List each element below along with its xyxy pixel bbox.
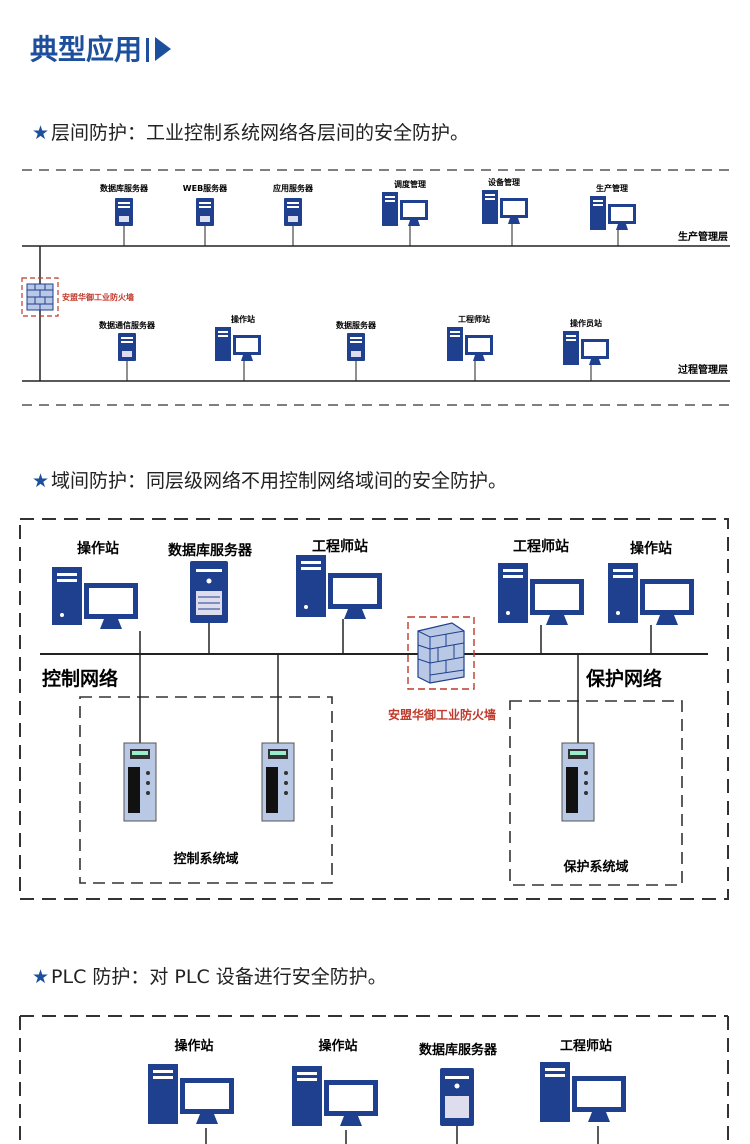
star-icon: ★: [32, 122, 50, 144]
plc-icon: [123, 742, 157, 822]
workstation-icon: [590, 196, 636, 230]
label-db-server: 数据库服务器: [168, 542, 253, 559]
layer-label-production: 生产管理层: [678, 230, 728, 243]
server-icon: [440, 1068, 474, 1126]
page-title: 典型应用: [30, 28, 172, 68]
server-icon: [190, 561, 228, 623]
server-icon: [115, 198, 133, 226]
section-heading-domain: ★域间防护：同层级网络不用控制网络域间的安全防护。: [32, 470, 508, 492]
server-icon: [347, 333, 365, 361]
label-operator: 操作员站: [570, 318, 602, 328]
workstation-icon: [447, 327, 493, 361]
diagram-domain-protection: 操作站 数据库服务器 工程师站 工程师站 操作站 控制网络 保护网络 安盟华御工…: [19, 518, 729, 900]
domain-label-protection: 保护系统域: [562, 859, 628, 875]
domain-label-control: 控制系统域: [173, 851, 238, 867]
label-operator-station-2: 操作站: [318, 1038, 357, 1054]
label-operator-station: 操作站: [77, 540, 119, 557]
server-icon: [284, 198, 302, 226]
firewall-label: 安盟华御工业防火墙: [388, 707, 496, 722]
label-engineer-station: 工程师站: [458, 314, 490, 324]
label-engineer-station: 工程师站: [312, 538, 368, 555]
workstation-icon: [292, 1066, 378, 1126]
workstation-icon: [498, 563, 584, 625]
workstation-icon: [215, 327, 261, 361]
workstation-icon: [540, 1062, 626, 1122]
title-arrow-icon: [155, 37, 172, 61]
label-engineer-station-right: 工程师站: [513, 538, 569, 555]
section-heading-plc: ★PLC 防护：对 PLC 设备进行安全防护。: [32, 966, 387, 988]
label-dispatch: 调度管理: [394, 179, 426, 189]
server-icon: [196, 198, 214, 226]
network-label-protection: 保护网络: [585, 667, 662, 690]
star-icon: ★: [32, 966, 50, 988]
label-comm-server: 数据通信服务器: [99, 320, 156, 330]
label-equipment: 设备管理: [488, 177, 520, 187]
label-db-server: 数据库服务器: [100, 183, 149, 193]
label-db-server: 数据库服务器: [419, 1042, 498, 1058]
server-icon: [118, 333, 136, 361]
workstation-icon: [563, 331, 609, 365]
workstation-icon: [148, 1064, 234, 1124]
network-label-control: 控制网络: [42, 667, 118, 690]
firewall-label: 安盟华御工业防火墙: [62, 292, 134, 302]
title-bar-icon: [146, 38, 150, 62]
layer-label-process: 过程管理层: [678, 363, 728, 376]
workstation-icon: [52, 567, 138, 629]
label-web-server: WEB服务器: [183, 183, 228, 193]
star-icon: ★: [32, 470, 50, 492]
firewall-icon: [26, 283, 54, 311]
section-heading-layer: ★层间防护：工业控制系统网络各层间的安全防护。: [32, 122, 470, 144]
workstation-icon: [296, 555, 382, 619]
label-data-server: 数据服务器: [336, 320, 377, 330]
label-operator-station: 操作站: [174, 1038, 213, 1054]
label-production: 生产管理: [596, 183, 628, 193]
diagram-plc-protection: 操作站 操作站 数据库服务器 工程师站: [19, 1015, 729, 1144]
label-app-server: 应用服务器: [273, 183, 314, 193]
workstation-icon: [482, 190, 528, 224]
plc-icon: [261, 742, 295, 822]
label-operator-station: 操作站: [231, 314, 255, 324]
label-operator-station-right: 操作站: [630, 540, 672, 557]
workstation-icon: [608, 563, 694, 625]
firewall-icon: [417, 622, 465, 684]
label-engineer-station: 工程师站: [560, 1038, 612, 1054]
plc-icon: [561, 742, 595, 822]
diagram-layer-protection: 数据库服务器 WEB服务器 应用服务器 调度管理 设备管理 生产管理 生产管理层…: [21, 169, 730, 406]
workstation-icon: [382, 192, 428, 226]
